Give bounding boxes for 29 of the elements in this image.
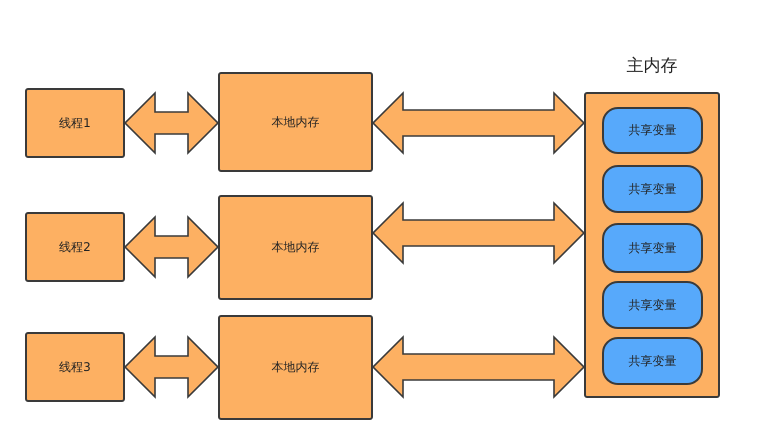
node-label: 共享变量 (628, 240, 676, 256)
node-label: 共享变量 (628, 296, 676, 314)
process-box (218, 72, 373, 172)
double-arrow (372, 335, 586, 399)
double-arrow (124, 91, 220, 155)
node-label: 共享变量 (628, 352, 676, 370)
process-box (25, 212, 125, 282)
node-label: 本地内存 (272, 239, 320, 256)
double-arrow (372, 201, 586, 265)
double-arrow (124, 335, 220, 399)
node-label: 线程1 (59, 114, 91, 132)
process-box (218, 195, 373, 300)
process-box (25, 88, 125, 158)
double-arrow (124, 215, 220, 279)
variable-pill (602, 281, 703, 329)
variable-pill (602, 165, 703, 213)
node-label: 本地内存 (272, 359, 320, 376)
process-box (218, 315, 373, 420)
node-label: 线程3 (59, 358, 91, 376)
variable-pill (602, 223, 703, 273)
node-label: 共享变量 (628, 122, 676, 139)
heading: 主内存 (626, 55, 678, 77)
node-label: 共享变量 (628, 180, 676, 198)
variable-pill (602, 107, 703, 154)
node-label: 线程2 (59, 238, 91, 256)
variable-pill (602, 337, 703, 385)
node-label: 本地内存 (272, 114, 320, 130)
double-arrow (372, 91, 586, 155)
process-box (25, 332, 125, 402)
